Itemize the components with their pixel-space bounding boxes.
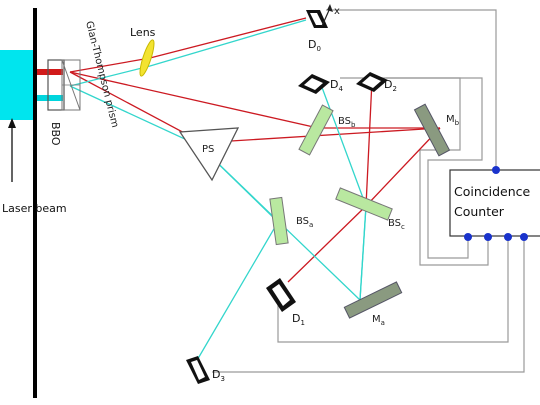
d4-label: D4	[330, 78, 343, 93]
counter-port-1	[464, 233, 472, 241]
bsb-label: BSb	[338, 116, 356, 129]
counter-port-2	[484, 233, 492, 241]
bbo-label: BBO	[49, 122, 62, 146]
laser-beam-label: Laser beam	[2, 202, 67, 215]
bbo-crystal	[47, 59, 81, 111]
detector-d2	[356, 72, 388, 92]
bsa-label: BSa	[296, 216, 313, 229]
detector-d1	[266, 278, 296, 312]
phase-shifter-prism	[178, 127, 240, 182]
d0-label: D0	[308, 38, 321, 53]
d3-label: D3	[212, 368, 225, 383]
mirror-b	[413, 103, 451, 157]
ma-label: Ma	[372, 314, 385, 327]
pump-beam-red	[37, 69, 63, 75]
pump-beam-cyan	[37, 95, 63, 101]
counter-port-d0	[492, 166, 500, 174]
x-scan-arrow-icon	[321, 4, 333, 27]
red-beam-paths	[69, 17, 441, 283]
laser-beam-arrowhead-icon	[8, 118, 16, 128]
lens	[139, 39, 155, 77]
lens-label: Lens	[130, 26, 156, 39]
d1-label: D1	[292, 312, 305, 327]
counter-input-ports	[464, 166, 528, 241]
ps-label: PS	[202, 144, 214, 155]
bsc-label: BSc	[388, 218, 405, 231]
detector-d4	[298, 74, 330, 94]
detector-d3	[186, 356, 210, 384]
coincidence-counter-label-2: Counter	[454, 204, 505, 219]
beam-splitter-b	[298, 104, 334, 156]
beam-splitter-a	[269, 196, 289, 246]
laser-mount	[33, 8, 37, 398]
x-axis-label: x	[334, 6, 340, 17]
coincidence-counter-box	[449, 169, 540, 237]
beam-splitter-c	[335, 187, 393, 221]
cyan-beam-paths	[69, 19, 367, 363]
counter-port-3	[504, 233, 512, 241]
mirror-a	[343, 281, 403, 319]
mb-label: Mb	[446, 114, 460, 127]
laser-source	[0, 50, 35, 120]
counter-port-4	[520, 233, 528, 241]
d2-label: D2	[384, 78, 397, 93]
coincidence-counter-label-1: Coincidence	[454, 184, 531, 199]
